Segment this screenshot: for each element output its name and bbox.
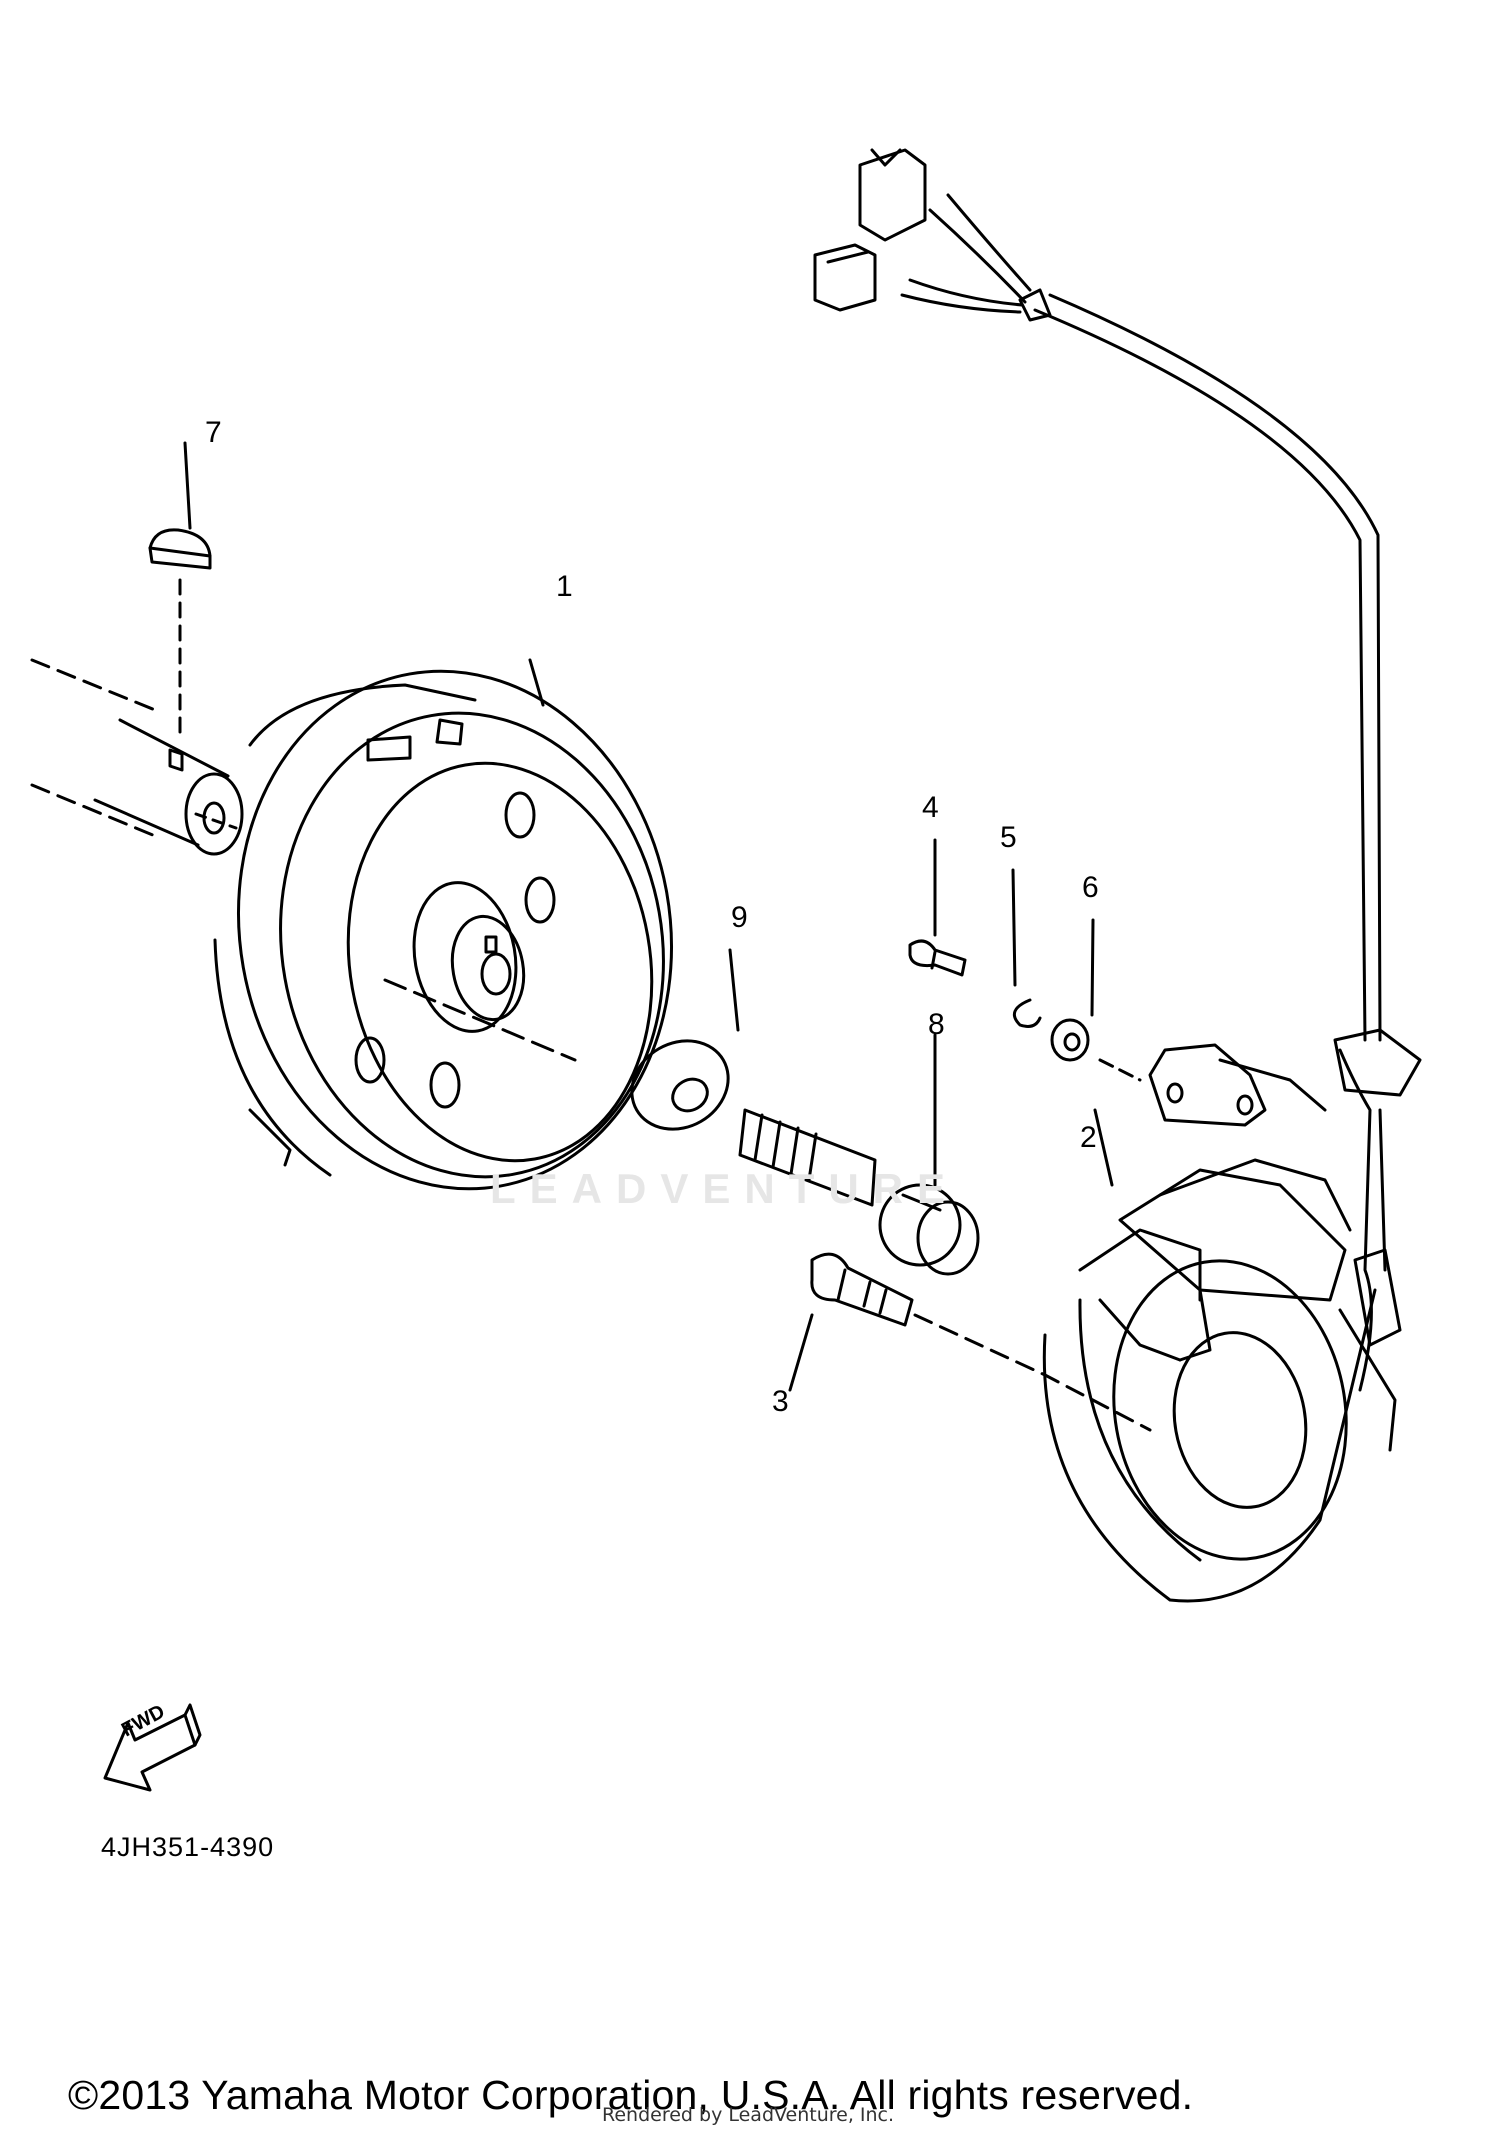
rendered-by-credit: Rendered by LeadVenture, Inc. [602, 2104, 895, 2126]
crankshaft-end [30, 658, 244, 856]
callout-5: 5 [1000, 821, 1017, 854]
watermark: LEADVENTURE [490, 1165, 960, 1212]
callout-4: 4 [922, 791, 939, 824]
bolt-part-8 [738, 1033, 980, 1276]
clip-part-5 [1011, 868, 1042, 1028]
washer-part-9 [630, 948, 740, 1131]
callout-2: 2 [1080, 1121, 1097, 1154]
callout-3: 3 [772, 1385, 789, 1418]
callout-1: 1 [556, 570, 573, 603]
cable-clamp [1148, 1043, 1327, 1127]
copyright-notice: ©2013 Yamaha Motor Corporation, U.S.A. A… [68, 2072, 1194, 2118]
washer-part-6 [1050, 918, 1142, 1082]
screw-part-3 [788, 1252, 1152, 1432]
woodruff-key-part-7 [148, 441, 212, 737]
stator-part-2 [1042, 1108, 1397, 1603]
callout-9: 9 [731, 901, 748, 934]
diagram-code: 4JH351-4390 [101, 1832, 275, 1862]
callout-7: 7 [205, 416, 222, 449]
callout-6: 6 [1082, 871, 1099, 904]
fwd-arrow-icon [103, 1703, 202, 1792]
callout-8: 8 [928, 1008, 945, 1041]
screw-part-4 [908, 838, 967, 977]
wiring-harness [813, 148, 1422, 1392]
rotor-flywheel-part-1 [213, 658, 673, 1191]
